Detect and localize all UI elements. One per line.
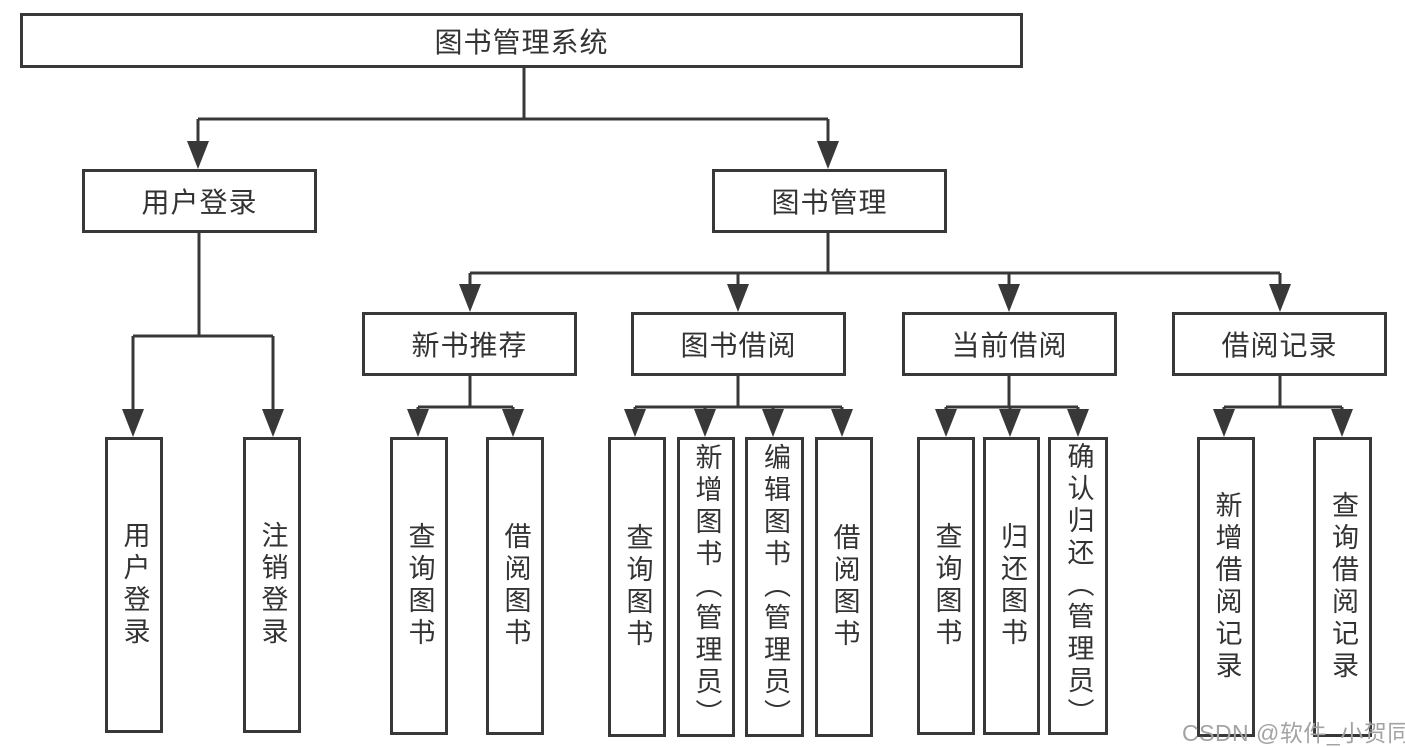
- node-label: 新增图书（管理员）: [691, 443, 722, 731]
- node-label: 查询图书: [404, 522, 435, 650]
- node-label: 用户登录: [119, 521, 150, 649]
- node-new-book-recommend: 新书推荐: [362, 312, 577, 376]
- node-label: 注销登录: [257, 521, 288, 649]
- edges-root-to-level2: [187, 68, 839, 169]
- node-current-borrow: 当前借阅: [902, 312, 1117, 376]
- leaf-query-books-current: 查询图书: [917, 437, 975, 735]
- leaf-add-borrow-record: 新增借阅记录: [1197, 437, 1255, 737]
- leaf-borrow-books-recommend: 借阅图书: [486, 437, 544, 735]
- node-label: 用户登录: [141, 187, 258, 218]
- edges-book-borrow-to-children: [624, 376, 853, 437]
- leaf-confirm-return-admin: 确认归还（管理员）: [1048, 437, 1108, 735]
- node-label: 借阅图书: [829, 523, 860, 651]
- leaf-query-books-borrow: 查询图书: [608, 437, 666, 737]
- node-label: 图书管理系统: [434, 26, 609, 58]
- node-book-borrow: 图书借阅: [631, 312, 846, 376]
- leaf-user-login: 用户登录: [105, 437, 163, 733]
- node-book-management: 图书管理: [712, 169, 947, 233]
- leaf-return-books: 归还图书: [983, 437, 1040, 735]
- leaf-query-borrow-record: 查询借阅记录: [1313, 437, 1372, 737]
- leaf-query-books-recommend: 查询图书: [390, 437, 448, 735]
- node-label: 当前借阅: [951, 330, 1068, 361]
- node-label: 借阅记录: [1221, 330, 1338, 361]
- node-label: 归还图书: [997, 522, 1027, 650]
- leaf-add-books-admin: 新增图书（管理员）: [677, 437, 735, 737]
- node-label: 图书管理: [771, 187, 888, 218]
- leaf-logout: 注销登录: [243, 437, 301, 733]
- node-label: 编辑图书（管理员）: [760, 443, 790, 731]
- edges-user-login-to-children: [122, 233, 284, 437]
- node-label: 新增借阅记录: [1211, 491, 1242, 683]
- csdn-watermark: CSDN @软件_小贺同学: [1182, 720, 1405, 746]
- edges-borrow-records-to-children: [1213, 376, 1353, 437]
- edges-book-management-to-level3: [459, 233, 1291, 312]
- node-user-login: 用户登录: [82, 169, 317, 233]
- leaf-borrow-books: 借阅图书: [815, 437, 873, 737]
- node-label: 查询图书: [622, 523, 653, 651]
- node-label: 查询借阅记录: [1328, 491, 1358, 683]
- node-label: 图书借阅: [680, 330, 797, 361]
- node-label: 确认归还（管理员）: [1063, 442, 1094, 730]
- node-label: 新书推荐: [411, 330, 528, 361]
- leaf-edit-books-admin: 编辑图书（管理员）: [745, 437, 804, 737]
- edges-new-book-recommend-to-children: [407, 376, 524, 437]
- node-label: 查询图书: [931, 522, 962, 650]
- node-book-management-system: 图书管理系统: [20, 13, 1023, 68]
- node-label: 借阅图书: [500, 522, 531, 650]
- edges-current-borrow-to-children: [935, 376, 1089, 437]
- node-borrow-records: 借阅记录: [1172, 312, 1387, 376]
